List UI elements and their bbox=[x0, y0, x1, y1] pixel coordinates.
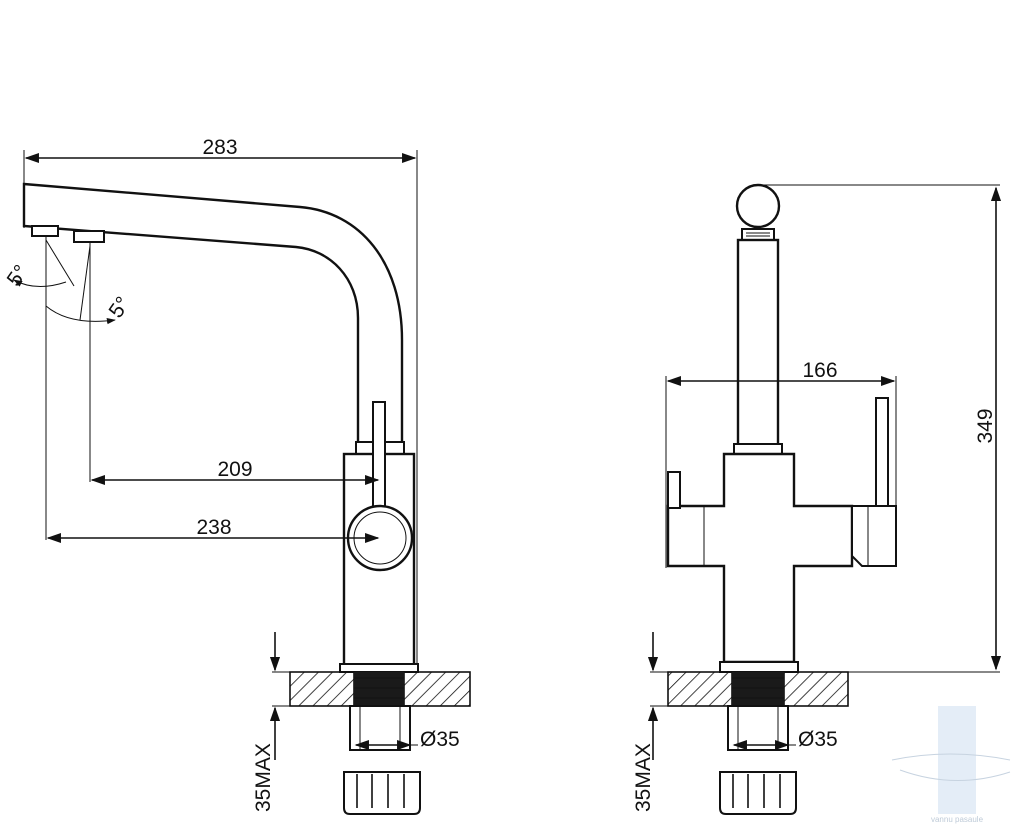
dimension-209: 209 bbox=[90, 458, 380, 486]
front-view: 349 166 bbox=[632, 183, 1002, 815]
dimension-35max-side: 35MAX bbox=[252, 632, 281, 812]
side-view: 283 5° 5° bbox=[3, 136, 471, 815]
spout-outlet bbox=[741, 228, 775, 241]
watermark-logo: vannu pasaule bbox=[891, 706, 1011, 824]
spout bbox=[22, 182, 404, 447]
dimension-209-label: 209 bbox=[217, 458, 252, 481]
outlet-1 bbox=[31, 225, 59, 237]
diameter-label-side: Ø35 bbox=[420, 728, 460, 751]
handle-lever bbox=[372, 401, 386, 515]
left-handle bbox=[667, 471, 681, 509]
angle-mark-1: 5° bbox=[3, 236, 75, 540]
watermark-text: vannu pasaule bbox=[931, 815, 984, 824]
spout-column bbox=[736, 238, 780, 447]
base-plate-front bbox=[719, 661, 799, 673]
dimension-35max-front: 35MAX bbox=[632, 632, 659, 812]
dimension-349-label: 349 bbox=[974, 408, 997, 443]
mounting-shank-front: Ø35 bbox=[719, 705, 838, 815]
spout-head bbox=[735, 183, 781, 229]
dimension-166-label: 166 bbox=[802, 359, 837, 382]
dimension-166: 166 bbox=[665, 359, 897, 568]
countertop-front bbox=[650, 671, 849, 707]
angle-mark-2: 5° bbox=[45, 242, 135, 482]
dimension-238-label: 238 bbox=[196, 516, 231, 539]
angle-mark-2-label: 5° bbox=[104, 293, 134, 323]
diameter-label-front: Ø35 bbox=[798, 728, 838, 751]
outlet-2 bbox=[73, 230, 105, 243]
right-handle bbox=[851, 397, 897, 567]
dimension-238: 238 bbox=[46, 516, 380, 544]
dimension-283-label: 283 bbox=[202, 136, 237, 159]
countertop-side bbox=[272, 671, 471, 707]
angle-mark-1-label: 5° bbox=[3, 261, 33, 291]
dimension-35max-side-label: 35MAX bbox=[252, 743, 275, 812]
mounting-shank-side: Ø35 bbox=[343, 705, 460, 815]
tap-body-front bbox=[666, 452, 854, 664]
dimension-283: 283 bbox=[23, 136, 418, 670]
dimension-349: 349 bbox=[760, 184, 1002, 673]
dimension-35max-front-label: 35MAX bbox=[632, 743, 655, 812]
base-plate bbox=[339, 663, 419, 673]
